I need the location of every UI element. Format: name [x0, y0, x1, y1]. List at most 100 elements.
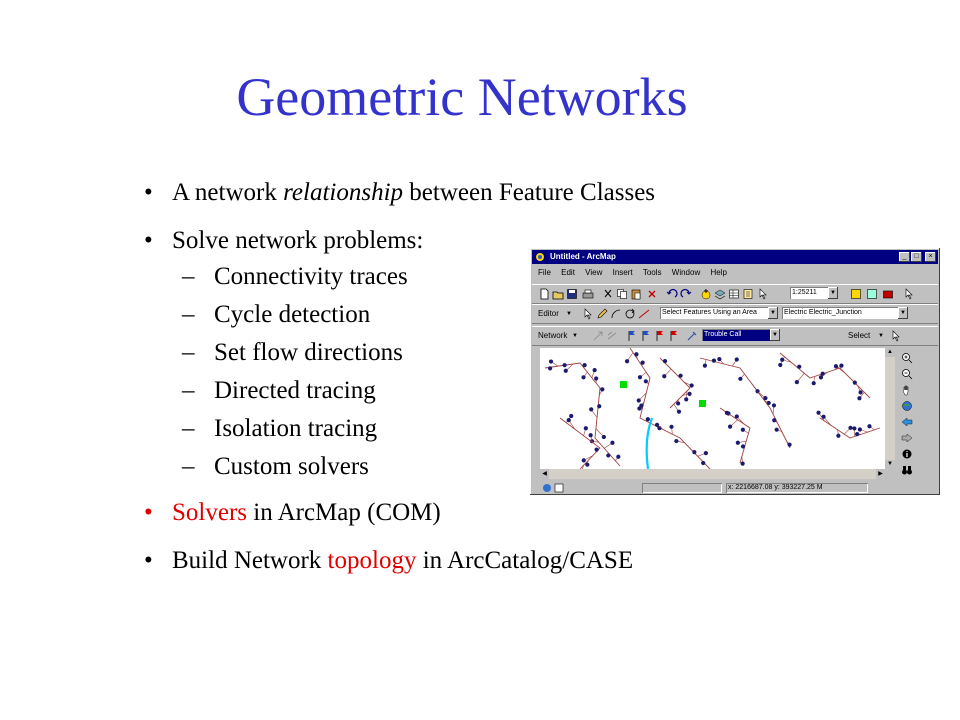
junction-point	[702, 363, 707, 368]
maximize-button[interactable]: □	[911, 252, 922, 262]
chevron-down-icon[interactable]: ▼	[770, 329, 780, 341]
add-junction-barrier-icon[interactable]	[654, 330, 666, 342]
task-select[interactable]: Select Features Using an Area▼	[660, 307, 778, 319]
full-extent-icon[interactable]	[901, 400, 913, 412]
menu-tools[interactable]: Tools	[642, 268, 662, 277]
editor-menu[interactable]: Editor	[538, 309, 559, 318]
junction-point	[821, 414, 826, 419]
editor-toolbar-icon[interactable]	[866, 288, 878, 300]
junction-point	[636, 398, 641, 403]
window-titlebar[interactable]: Untitled - ArcMap _ □ ×	[532, 250, 938, 264]
junction-point	[794, 379, 800, 385]
add-edge-barrier-icon[interactable]	[668, 330, 680, 342]
menu-insert[interactable]: Insert	[612, 268, 633, 277]
subbullet-marker: –	[182, 453, 195, 480]
what-is-this-icon[interactable]	[904, 288, 916, 300]
chevron-down-icon[interactable]: ▼	[768, 307, 778, 319]
chevron-down-icon[interactable]: ▼	[878, 333, 884, 339]
network-menu[interactable]: Network	[538, 331, 568, 340]
junction-point	[597, 404, 602, 409]
bullet-marker: •	[144, 547, 153, 574]
layout-view-icon[interactable]	[554, 483, 564, 493]
split-icon[interactable]	[638, 308, 650, 320]
target-layer-value: Electric Electric_Junction	[784, 309, 862, 316]
open-icon[interactable]	[552, 288, 564, 300]
menu-file[interactable]: File	[538, 268, 551, 277]
junction-point	[833, 364, 839, 369]
sketch-pencil-icon[interactable]	[596, 308, 608, 320]
junction-point	[857, 427, 862, 432]
redo-icon[interactable]	[680, 288, 692, 300]
pan-icon[interactable]	[901, 384, 913, 396]
add-data-icon[interactable]	[700, 288, 712, 300]
junction-point	[780, 357, 785, 362]
zoom-out-icon[interactable]	[901, 368, 913, 380]
bullet-text-part: in ArcCatalog/CASE	[416, 547, 634, 574]
scroll-up-icon[interactable]: ▲	[885, 348, 895, 357]
add-junction-flag-icon[interactable]	[626, 330, 638, 342]
print-icon[interactable]	[582, 288, 594, 300]
scroll-down-icon[interactable]: ▼	[885, 460, 895, 469]
map-scale-select[interactable]: 1:25211▼	[790, 287, 838, 299]
pointer-icon[interactable]	[582, 308, 594, 320]
bullet-highlight: Solvers	[172, 499, 247, 526]
binoculars-icon[interactable]	[901, 464, 913, 476]
target-layer-select[interactable]: Electric Electric_Junction ▼	[782, 307, 908, 319]
flow-arrows-icon[interactable]	[606, 330, 618, 342]
cut-icon[interactable]	[602, 288, 614, 300]
paste-icon[interactable]	[630, 288, 642, 300]
menu-window[interactable]: Window	[671, 268, 701, 277]
vertical-scrollbar[interactable]: ▲ ▼	[885, 348, 895, 469]
new-icon[interactable]	[538, 288, 550, 300]
catalog-icon[interactable]	[742, 288, 754, 300]
junction-point	[601, 434, 606, 440]
junction-point	[740, 427, 745, 432]
menu-help[interactable]: Help	[710, 268, 727, 277]
arctoolbox-icon[interactable]	[882, 288, 894, 300]
junction-point	[867, 424, 872, 429]
menu-view[interactable]: View	[585, 268, 603, 277]
select-pointer-icon[interactable]	[890, 330, 902, 342]
menu-edit[interactable]: Edit	[561, 268, 575, 277]
forward-icon[interactable]	[901, 432, 913, 444]
chevron-down-icon[interactable]: ▼	[566, 311, 572, 317]
undo-icon[interactable]	[666, 288, 678, 300]
junction-point	[820, 371, 825, 376]
junction-point	[610, 440, 615, 445]
add-edge-flag-icon[interactable]	[640, 330, 652, 342]
scroll-right-icon[interactable]: ▶	[876, 469, 885, 479]
data-view-icon[interactable]	[542, 483, 552, 493]
help-pointer-icon[interactable]	[758, 288, 770, 300]
delete-icon[interactable]	[646, 288, 658, 300]
table-icon[interactable]	[728, 288, 740, 300]
arc-tool-icon[interactable]	[610, 308, 622, 320]
network-map[interactable]	[540, 348, 885, 469]
save-icon[interactable]	[566, 288, 578, 300]
rotate-icon[interactable]	[624, 308, 636, 320]
map-tools-icon[interactable]	[850, 288, 862, 300]
junction-point	[740, 444, 746, 449]
minimize-button[interactable]: _	[899, 252, 910, 262]
menu-bar: File Edit View Insert Tools Window Help	[532, 266, 938, 280]
subbullet-marker: –	[182, 263, 195, 290]
chevron-down-icon[interactable]: ▼	[572, 333, 578, 339]
info-icon[interactable]	[901, 448, 913, 460]
back-icon[interactable]	[901, 416, 913, 428]
junction-point	[585, 462, 590, 467]
flow-direction-icon[interactable]	[592, 330, 604, 342]
close-button[interactable]: ×	[925, 252, 936, 262]
map-display[interactable]	[540, 348, 885, 469]
subbullet-marker: –	[182, 377, 195, 404]
horizontal-scrollbar[interactable]: ◀ ▶	[540, 469, 885, 479]
copy-icon[interactable]	[616, 288, 628, 300]
chevron-down-icon[interactable]: ▼	[828, 287, 838, 299]
layer-icon[interactable]	[714, 288, 726, 300]
trace-task-select[interactable]: Trouble Call▼	[702, 329, 780, 341]
select-menu[interactable]: Select	[848, 331, 871, 340]
solve-icon[interactable]	[686, 330, 698, 342]
junction-point	[678, 373, 683, 378]
chevron-down-icon[interactable]: ▼	[898, 307, 908, 319]
zoom-in-icon[interactable]	[901, 352, 913, 364]
junction-point	[548, 359, 554, 364]
scroll-left-icon[interactable]: ◀	[540, 469, 549, 479]
